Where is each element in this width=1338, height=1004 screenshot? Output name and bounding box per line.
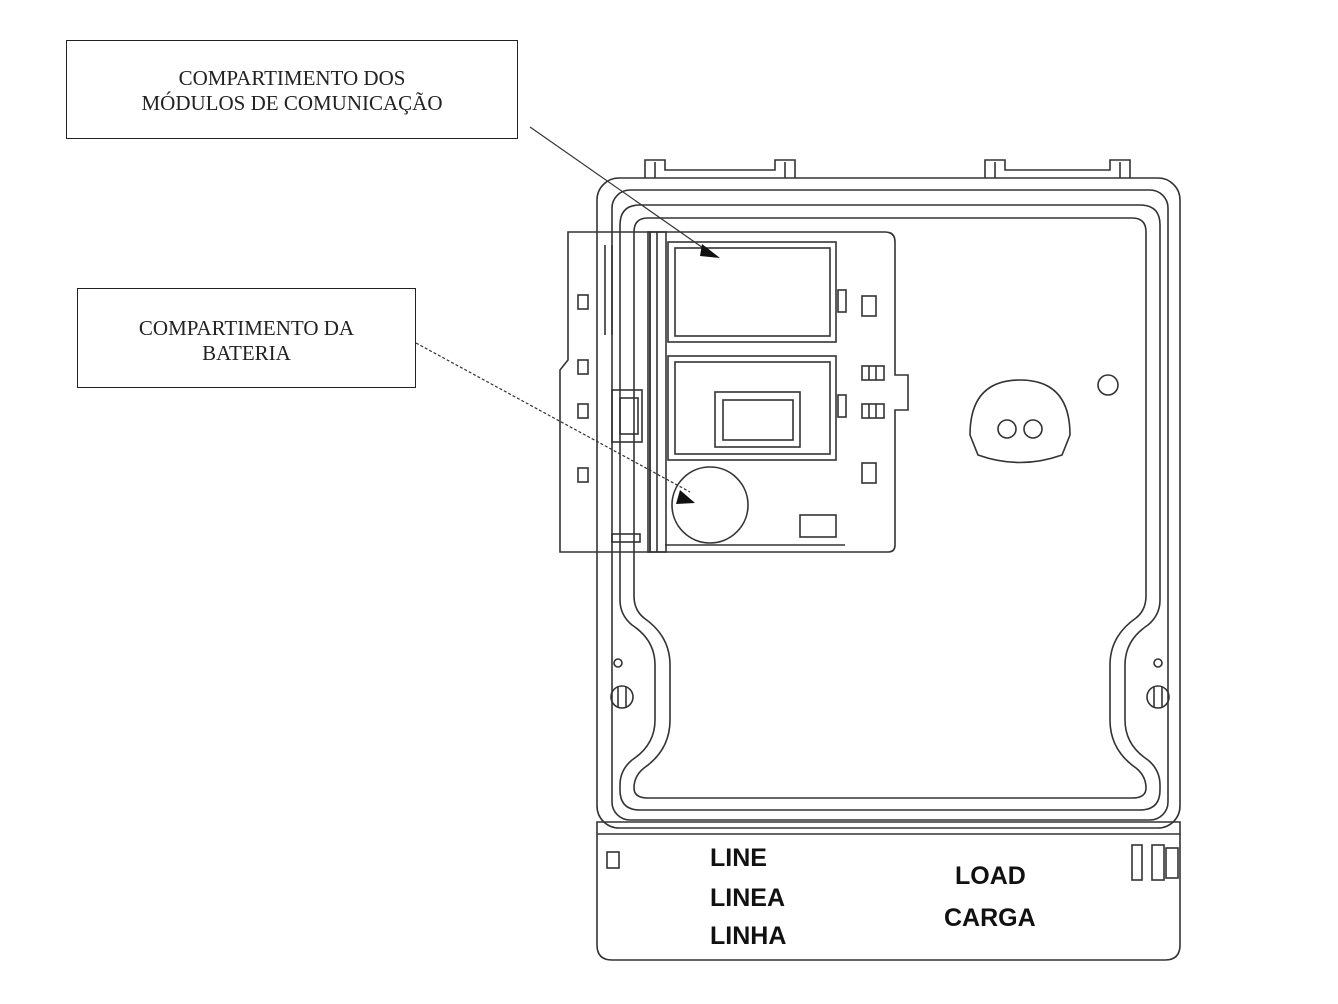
modules-leader-line bbox=[529, 126, 707, 251]
callout-battery-line2: BATERIA bbox=[202, 341, 291, 365]
right-screw-icon bbox=[1146, 685, 1170, 709]
callout-communication-modules: COMPARTIMENTO DOS MÓDULOS DE COMUNICAÇÃO bbox=[66, 40, 518, 139]
callout-modules-line1: COMPARTIMENTO DOS bbox=[178, 66, 406, 90]
side-cover bbox=[559, 231, 667, 553]
module-compartment bbox=[649, 231, 909, 553]
line-label-2: LINEA bbox=[710, 884, 785, 912]
terminal-block bbox=[596, 821, 1181, 961]
line-label-3: LINHA bbox=[710, 922, 786, 950]
meter-base-outline bbox=[596, 177, 1181, 829]
load-label-2: CARGA bbox=[944, 904, 1036, 932]
callout-battery: COMPARTIMENTO DA BATERIA bbox=[77, 288, 416, 388]
line-label-1: LINE bbox=[710, 844, 767, 872]
optical-port-icon bbox=[969, 374, 1119, 464]
modules-arrowhead bbox=[700, 244, 720, 258]
top-tabs bbox=[644, 159, 1131, 178]
callout-modules-line2: MÓDULOS DE COMUNICAÇÃO bbox=[141, 91, 443, 115]
callout-battery-line1: COMPARTIMENTO DA bbox=[138, 316, 355, 340]
battery-leader-line bbox=[415, 342, 691, 493]
battery-icon bbox=[671, 466, 749, 544]
left-screw-icon bbox=[610, 685, 634, 709]
inner-recess bbox=[619, 204, 1161, 811]
load-label-1: LOAD bbox=[955, 862, 1026, 890]
battery-arrowhead bbox=[676, 490, 695, 504]
